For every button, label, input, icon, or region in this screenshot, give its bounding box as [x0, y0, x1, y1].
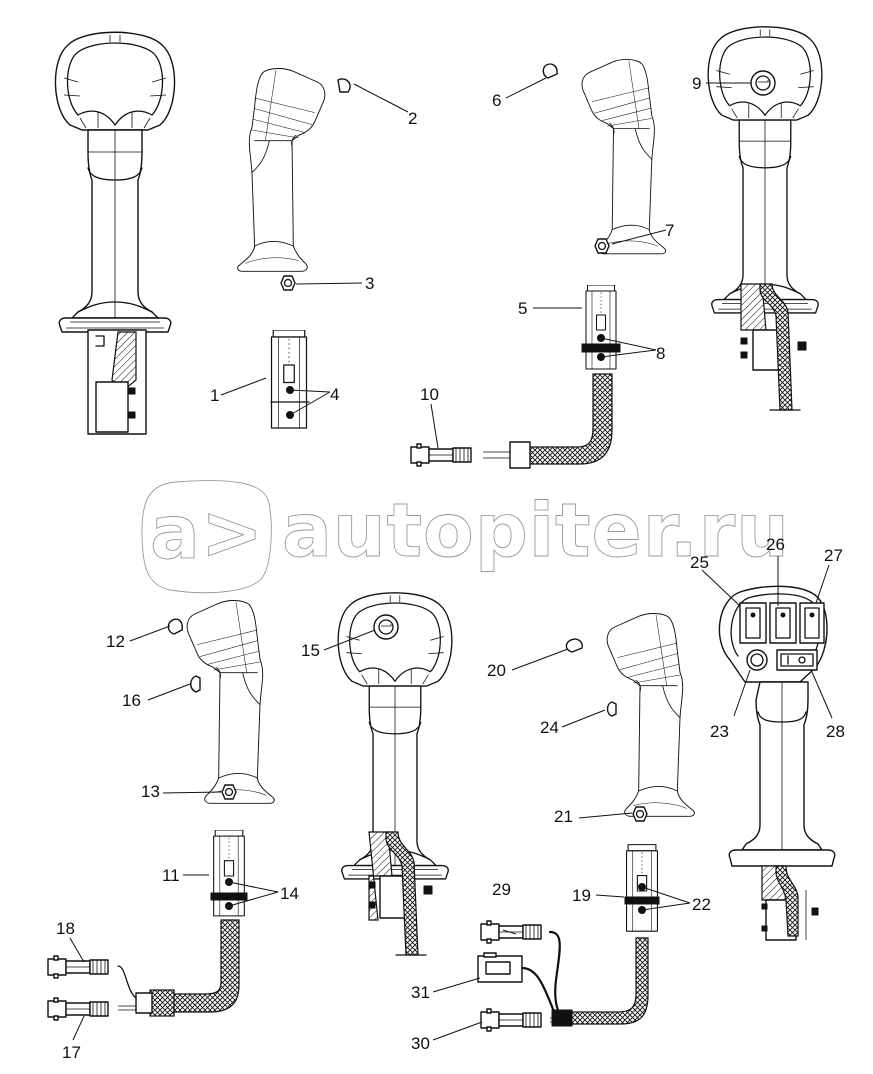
callout-14: 14	[280, 884, 299, 903]
callout-11: 11	[162, 866, 180, 885]
callout-30: 30	[411, 1034, 430, 1053]
callout-23: 23	[710, 722, 729, 741]
callout-19: 19	[572, 886, 591, 905]
watermark-logo: a>	[150, 490, 264, 576]
callout-21: 21	[554, 807, 573, 826]
connector-17	[47, 997, 109, 1021]
callout-10: 10	[420, 385, 439, 404]
nut-21	[632, 806, 648, 822]
view-b-side-handle	[237, 67, 351, 429]
view-h-front-handle	[718, 585, 836, 941]
callout-8: 8	[656, 344, 665, 363]
callout-15: 15	[301, 641, 320, 660]
watermark-text: autopiter.ru	[282, 488, 790, 574]
connector-31	[477, 952, 523, 983]
switch-panel	[739, 602, 825, 671]
button-2	[337, 78, 351, 93]
nut-3	[280, 275, 296, 291]
connector-10	[410, 443, 472, 467]
callout-28: 28	[826, 722, 845, 741]
callout-18: 18	[56, 919, 75, 938]
button-12	[167, 618, 184, 635]
horn-button-15	[373, 614, 399, 640]
callout-9: 9	[692, 74, 701, 93]
switch-26	[769, 602, 797, 644]
view-d-front-handle	[707, 26, 823, 411]
view-g-side-handle	[477, 612, 695, 1032]
clamp-band-g	[624, 896, 660, 905]
switch-27	[799, 602, 825, 644]
callout-24: 24	[540, 718, 559, 737]
callout-3: 3	[365, 274, 374, 293]
callout-12: 12	[106, 632, 125, 651]
callout-7: 7	[665, 221, 674, 240]
nut-13	[221, 784, 237, 800]
sensor-housing-f	[368, 831, 433, 956]
connector-18	[47, 955, 109, 979]
callout-1: 1	[210, 386, 219, 405]
leader-lines	[69, 77, 833, 1041]
horn-button-9	[750, 70, 776, 96]
callout-6: 6	[492, 91, 501, 110]
rocker-28	[776, 649, 818, 671]
watermark-logo-frame	[141, 480, 272, 594]
callout-2: 2	[408, 109, 417, 128]
callout-13: 13	[141, 782, 160, 801]
callout-31: 31	[411, 983, 430, 1002]
nut-7	[594, 238, 610, 254]
trigger-24	[606, 701, 617, 717]
trigger-16	[190, 675, 201, 693]
button-6	[542, 63, 558, 79]
cable-harness-g	[569, 937, 649, 1025]
callout-25: 25	[690, 553, 709, 572]
view-a-front-handle	[54, 31, 176, 435]
callout-16: 16	[122, 691, 141, 710]
switch-25	[739, 602, 767, 644]
callout-22: 22	[692, 895, 711, 914]
callout-29: 29	[492, 880, 511, 899]
view-f-front-handle	[337, 592, 453, 956]
callout-26: 26	[766, 535, 785, 554]
sensor-housing	[87, 329, 147, 435]
knob-23	[746, 649, 768, 671]
callout-27: 27	[824, 546, 843, 565]
watermark: a> autopiter.ru	[141, 480, 790, 594]
callout-17: 17	[62, 1043, 81, 1062]
connector-30	[480, 1008, 542, 1032]
cable-harness	[527, 373, 613, 465]
view-c-side-handle	[410, 58, 667, 469]
callout-labels: 1 2 3 4 5 6 7 8 9 10 11 12 13 14 15 16 1…	[56, 74, 845, 1062]
view-e-side-handle	[47, 599, 275, 1021]
callout-20: 20	[487, 661, 506, 680]
clamp-band-e	[210, 892, 248, 901]
button-20	[565, 638, 583, 653]
sensor-housing-h	[761, 865, 819, 941]
clamp-band	[581, 343, 621, 353]
callout-5: 5	[518, 299, 527, 318]
sensor-housing-d	[740, 283, 807, 411]
callout-4: 4	[330, 385, 339, 404]
